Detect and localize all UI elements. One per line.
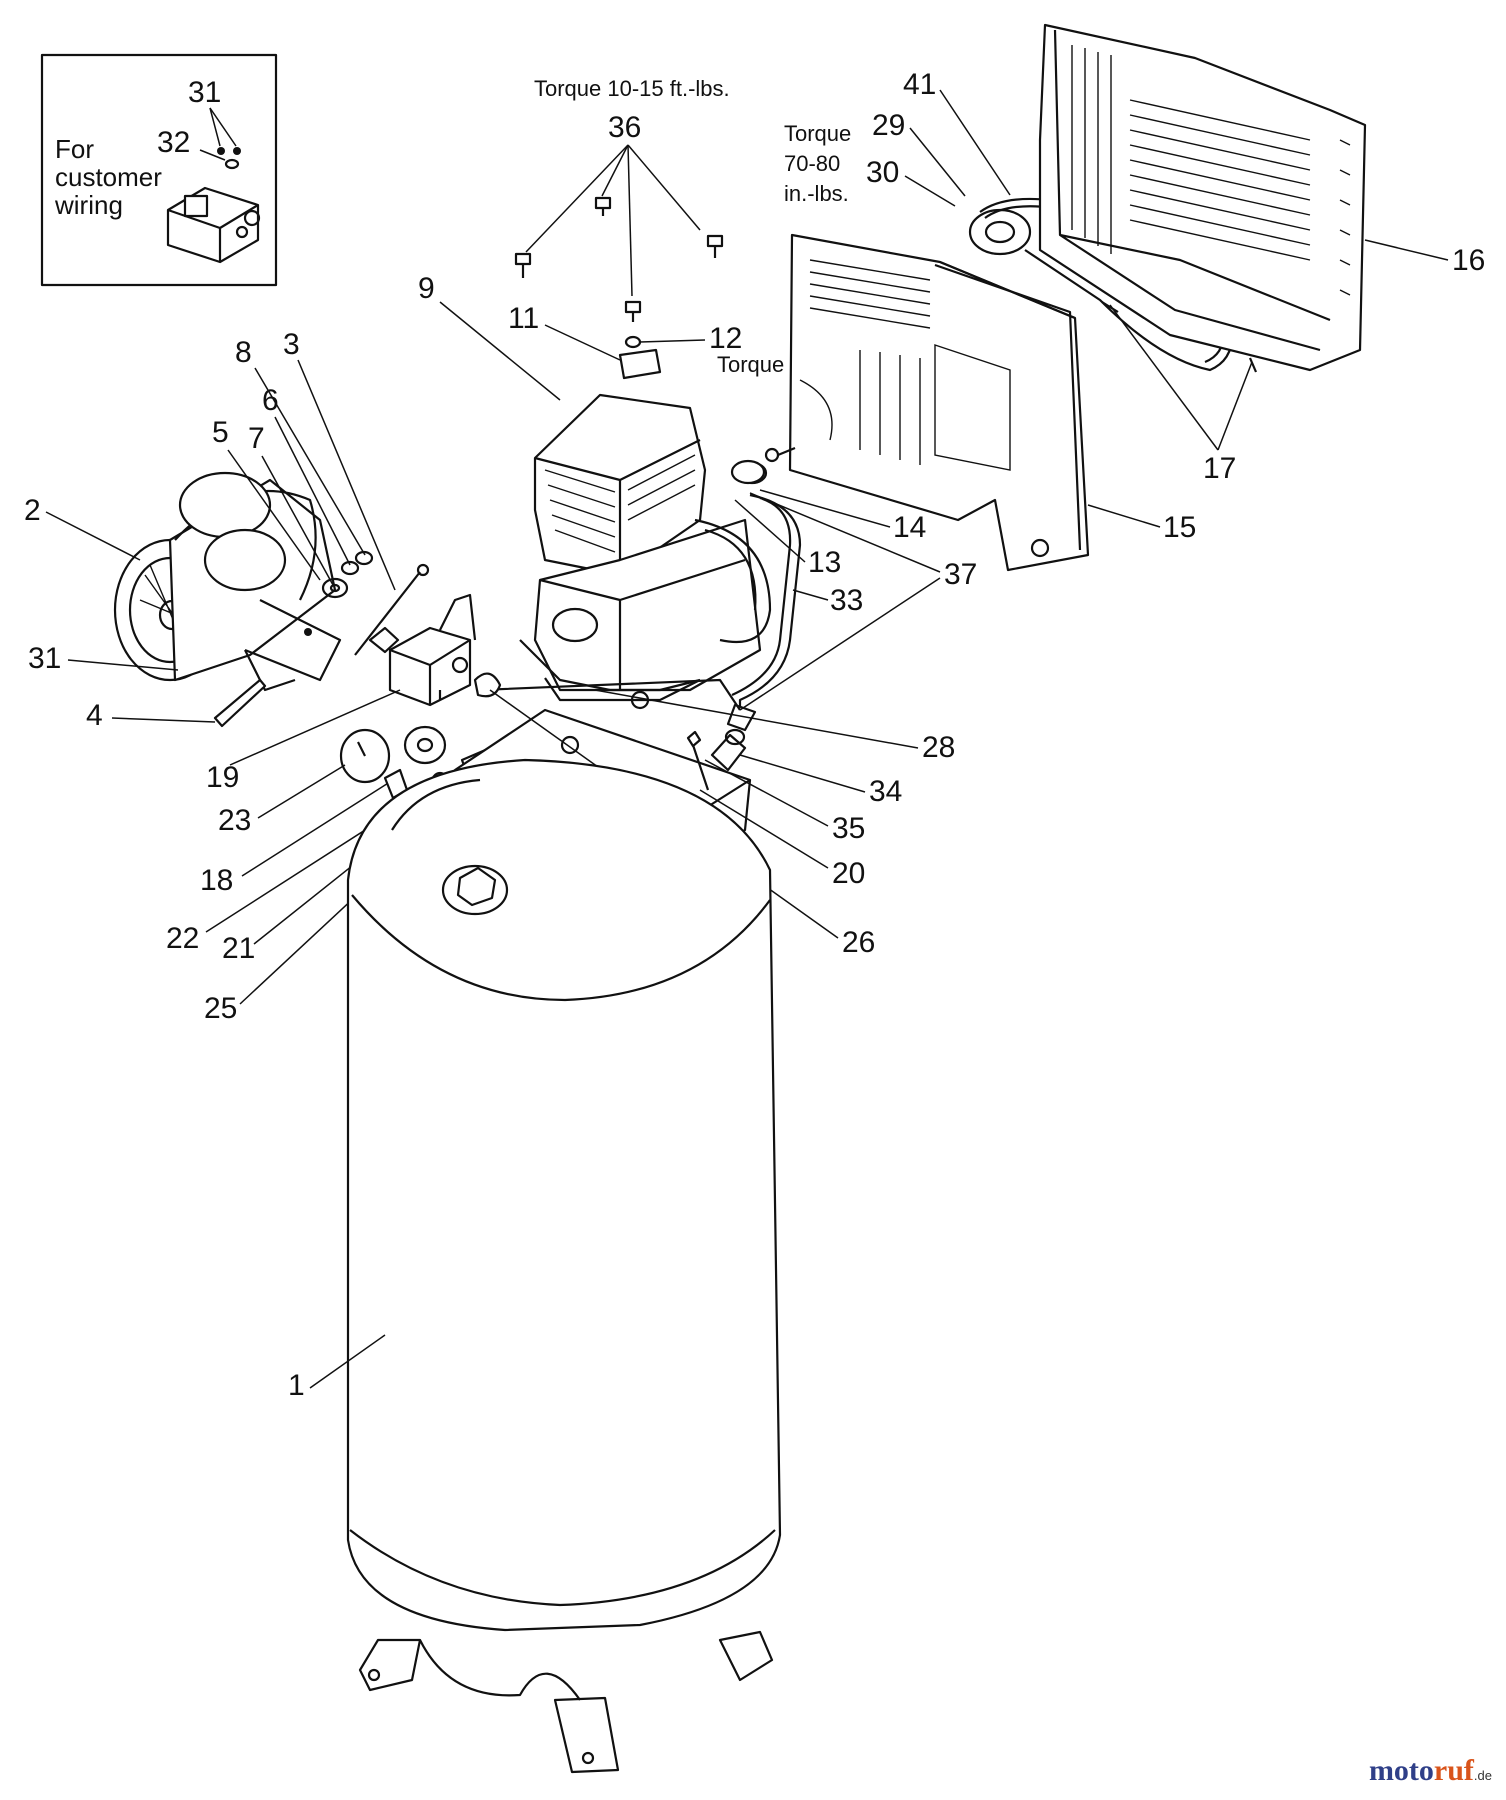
inset-note-line-2: customer — [55, 162, 162, 192]
callout-11: 11 — [508, 302, 539, 335]
callout-5: 5 — [212, 416, 229, 449]
inset-customer-wiring: For customer wiring 31 32 — [40, 53, 278, 287]
callout-29: 29 — [872, 109, 905, 142]
note-torque-pulley-1: Torque — [784, 121, 851, 146]
callout-12: 12 — [709, 322, 742, 355]
callout-33: 33 — [830, 584, 863, 617]
inset-note-line-3: wiring — [54, 190, 123, 220]
inset-note-line-1: For — [55, 134, 94, 164]
air-tank — [346, 758, 782, 1774]
pressure-gauge — [339, 725, 447, 784]
callout-30: 30 — [866, 156, 899, 189]
callout-31-inset: 31 — [188, 76, 221, 109]
callout-1: 1 — [288, 1369, 305, 1402]
motor-hardware — [321, 550, 430, 656]
callout-22: 22 — [166, 922, 199, 955]
callout-15: 15 — [1163, 511, 1196, 544]
brand-logo: motoruf.de — [1368, 1754, 1492, 1787]
callout-9: 9 — [418, 272, 435, 305]
head-bolts — [514, 144, 724, 322]
callout-2: 2 — [24, 494, 41, 527]
note-torque-pulley-3: in.-lbs. — [784, 181, 849, 206]
callout-3: 3 — [283, 328, 300, 361]
callout-13: 13 — [808, 546, 841, 579]
callout-7: 7 — [248, 422, 265, 455]
callout-16: 16 — [1452, 244, 1485, 277]
callout-37: 37 — [944, 558, 977, 591]
callout-28: 28 — [922, 731, 955, 764]
callout-26: 26 — [842, 926, 875, 959]
callout-36: 36 — [608, 111, 641, 144]
callout-8: 8 — [235, 336, 252, 369]
pump-assembly — [519, 393, 772, 710]
callout-25: 25 — [204, 992, 237, 1025]
callout-20: 20 — [832, 857, 865, 890]
callout-14: 14 — [893, 511, 926, 544]
callout-18: 18 — [200, 864, 233, 897]
shroud-back-panel — [788, 233, 1090, 572]
callout-17: 17 — [1203, 452, 1236, 485]
callout-32-inset: 32 — [157, 126, 190, 159]
pressure-switch-inset — [166, 186, 261, 264]
note-torque-head-bolts: Torque 10-15 ft.-lbs. — [534, 76, 730, 101]
callout-31: 31 — [28, 642, 61, 675]
motor — [113, 471, 342, 692]
note-torque-pulley-2: 70-80 — [784, 151, 840, 176]
belt-guard — [1038, 23, 1367, 372]
callout-41: 41 — [903, 68, 936, 101]
callout-21: 21 — [222, 932, 255, 965]
callout-6: 6 — [262, 384, 279, 417]
safety-valve — [686, 728, 747, 791]
callout-4: 4 — [86, 699, 103, 732]
callout-34: 34 — [869, 775, 902, 808]
pressure-switch — [388, 593, 477, 707]
callout-35: 35 — [832, 812, 865, 845]
callout-19: 19 — [206, 761, 239, 794]
callout-23: 23 — [218, 804, 251, 837]
